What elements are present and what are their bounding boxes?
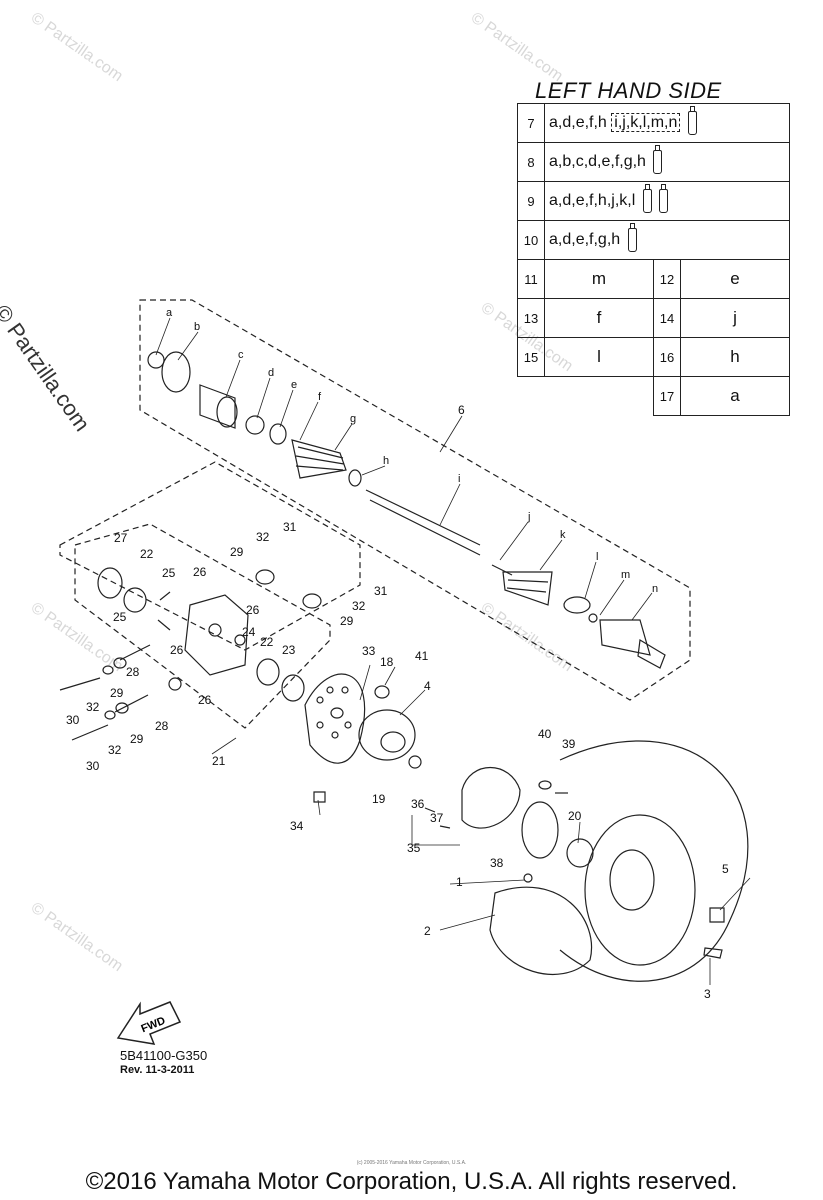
letter-b: b [194,321,200,333]
callout-39: 39 [562,737,576,751]
letter-i: i [458,473,460,485]
callout-23: 23 [282,643,296,657]
wheel-hub-brake [304,673,749,982]
table-row: 17 a [518,376,790,416]
callout-36: 36 [411,797,425,811]
grease-tube-icon [687,106,697,135]
callout-18: 18 [380,655,394,669]
copyright-notice: ©2016 Yamaha Motor Corporation, U.S.A. A… [85,1168,738,1195]
letter-c: c [238,349,244,361]
letter-m: m [621,569,630,581]
callout-32d: 32 [108,743,122,757]
table-title: LEFT HAND SIDE [535,78,722,103]
callout-38: 38 [490,856,504,870]
callout-34: 34 [290,819,304,833]
letter-f: f [318,391,322,403]
letter-n: n [652,583,658,595]
letter-a: a [166,307,173,319]
callout-numbers: 1 2 3 4 5 6 18 19 20 21 22 22 23 24 25 2… [66,307,729,1001]
svg-text:© Partzilla.com: © Partzilla.com [28,899,126,975]
callout-26c: 26 [170,643,184,657]
callout-41: 41 [415,649,429,663]
callout-32a: 32 [256,530,270,544]
grease-tube-icon [642,184,652,213]
letter-d: d [268,367,274,379]
grease-tube-icon [653,145,663,174]
callout-33: 33 [362,644,376,658]
callout-30b: 30 [86,759,100,773]
callout-29a: 29 [230,545,244,559]
letter-h: h [383,455,389,467]
letter-l: l [596,551,598,563]
callout-37: 37 [430,811,444,825]
boxed-codes: i,j,k,l,m,n [611,113,681,133]
callout-29b: 29 [340,614,354,628]
leader-lines [155,317,751,985]
callout-26d: 26 [198,693,212,707]
letter-j: j [527,511,530,523]
callout-24: 24 [242,625,256,639]
callout-25b: 25 [113,610,127,624]
callout-1: 1 [456,875,463,889]
drive-shaft-assembly [139,299,691,701]
table-row: 9 a,d,e,f,h,j,k,l [517,181,790,221]
callout-5: 5 [722,862,729,876]
revision-date: Rev. 11-3-2011 [120,1064,195,1076]
svg-text:© Partzilla.com: © Partzilla.com [468,9,566,85]
callout-28b: 28 [155,719,169,733]
callout-32c: 32 [86,700,100,714]
callout-27: 27 [114,531,128,545]
svg-text:© Partzilla.com: © Partzilla.com [478,599,576,675]
callout-35: 35 [407,841,421,855]
fine-print: (c) 2005-2016 Yamaha Motor Corporation, … [356,1160,467,1166]
callout-3: 3 [704,987,711,1001]
table-row: 8 a,b,c,d,e,f,g,h [517,142,790,182]
callout-20: 20 [568,809,582,823]
svg-text:© Partzilla.com: © Partzilla.com [28,599,126,675]
callout-40: 40 [538,727,552,741]
callout-26b: 26 [246,603,260,617]
grease-tube-icon [659,184,669,213]
callout-32b: 32 [352,599,366,613]
letter-g: g [350,413,356,425]
letter-k: k [560,529,566,541]
callout-31a: 31 [283,520,297,534]
fwd-arrow: FWD [116,1001,182,1045]
callout-26a: 26 [193,565,207,579]
callout-30a: 30 [66,713,80,727]
callout-25a: 25 [162,566,176,580]
part-code: 5B41100-G350 [120,1048,208,1063]
callout-2: 2 [424,924,431,938]
callout-29c: 29 [110,686,124,700]
table-row: 10 a,d,e,f,g,h [517,220,790,260]
table-row: 7 a,d,e,f,h i,j,k,l,m,n [517,103,790,143]
callout-22a: 22 [140,547,154,561]
callout-31b: 31 [374,584,388,598]
knuckle-assembly [59,461,361,741]
letter-e: e [291,379,297,391]
table-row: 11 m 12 e [517,259,790,299]
table-row: 13 f 14 j [517,298,790,338]
callout-6: 6 [458,403,465,417]
grease-tube-icon [627,223,637,252]
callout-4: 4 [424,679,431,693]
table-row: 15 l 16 h [517,337,790,377]
callout-21: 21 [212,754,226,768]
svg-text:© Partzilla.com: © Partzilla.com [28,9,126,85]
callout-29d: 29 [130,732,144,746]
callout-19: 19 [372,792,386,806]
callout-28a: 28 [126,665,140,679]
callout-22b: 22 [260,635,274,649]
left-hand-side-table: 7 a,d,e,f,h i,j,k,l,m,n 8 a,b,c,d,e,f,g,… [517,103,790,416]
